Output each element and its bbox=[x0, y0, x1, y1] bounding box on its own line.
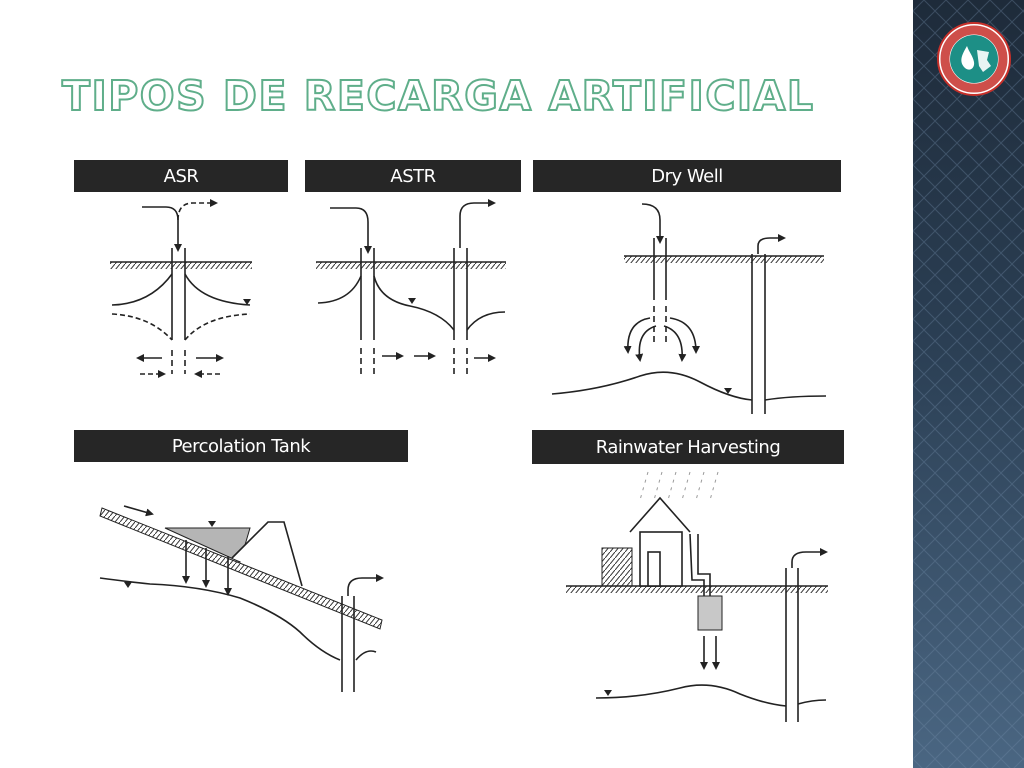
astr-diagram bbox=[316, 199, 506, 374]
decorative-sidebar bbox=[913, 0, 1024, 768]
panel-header-astr: ASTR bbox=[305, 160, 521, 192]
panel-title-rainwater-harvesting: Rainwater Harvesting bbox=[595, 436, 781, 458]
panel-header-dry-well: Dry Well bbox=[533, 160, 841, 192]
panel-header-rainwater-harvesting: Rainwater Harvesting bbox=[532, 430, 844, 464]
slide-title: TIPOS DE RECARGA ARTIFICIAL bbox=[61, 72, 815, 120]
organization-logo-icon bbox=[937, 22, 1011, 96]
panel-title-asr: ASR bbox=[163, 165, 199, 187]
panel-header-percolation-tank: Percolation Tank bbox=[74, 430, 408, 462]
panel-header-asr: ASR bbox=[74, 160, 288, 192]
rainwater-harvesting-diagram bbox=[566, 471, 828, 722]
panel-title-dry-well: Dry Well bbox=[651, 165, 723, 187]
percolation-tank-diagram bbox=[99, 505, 384, 692]
asr-diagram bbox=[110, 199, 252, 378]
panel-title-astr: ASTR bbox=[390, 165, 436, 187]
dry-well-diagram bbox=[551, 203, 827, 414]
panel-title-percolation-tank: Percolation Tank bbox=[171, 435, 311, 457]
